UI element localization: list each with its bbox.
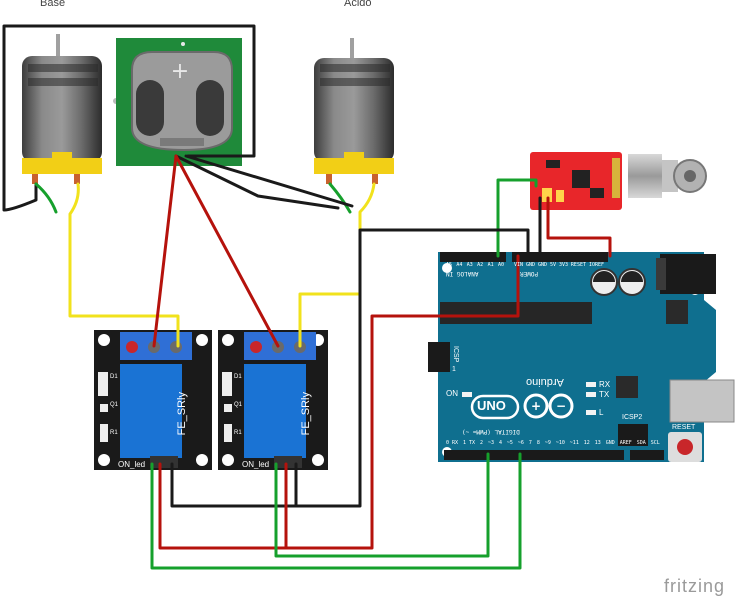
label-motor-right: Ácido (344, 0, 372, 9)
wire-black-battery-motor (184, 154, 354, 208)
relay2-r1-label: R1 (234, 430, 242, 436)
ph-sensor-board (530, 152, 707, 210)
arduino-analog-pin-row: A5 A4 A3 A2 A1 A0 (446, 262, 504, 268)
digital-pin-label: ~11 (569, 440, 579, 446)
relay1-led-label: ON_led (118, 460, 146, 469)
digital-pin-label: ~6 (517, 440, 524, 446)
digital-pin-label: 7 (528, 440, 532, 446)
label-motor-left: Base (40, 0, 66, 9)
analog-pin-label: A4 (456, 262, 463, 268)
digital-pin-label: 0 RX (446, 440, 459, 446)
analog-pin-label: A3 (466, 262, 473, 268)
wire-green-d7 (150, 452, 522, 570)
power-pin-label: RESET (570, 262, 586, 268)
arduino-l-label: L (599, 408, 604, 417)
relay1-d1-label: D1 (110, 374, 118, 380)
coin-battery-holder: + (116, 38, 242, 166)
digital-pin-label: ~5 (506, 440, 513, 446)
svg-text:−: − (556, 399, 566, 413)
svg-text:+: + (531, 399, 541, 413)
wire-red-relay1-com (152, 154, 178, 348)
wire-black-outer (2, 24, 256, 212)
digital-pin-label: 2 (480, 440, 484, 446)
power-pin-label: VIN (514, 262, 524, 268)
digital-pin-label: 8 (536, 440, 540, 446)
wire-yellow-left (68, 182, 180, 348)
digital-pin-label: ~3 (487, 440, 494, 446)
digital-pin-label: ~10 (555, 440, 565, 446)
arduino-brand: Arduino (526, 376, 564, 388)
analog-pin-label: A0 (497, 262, 504, 268)
arduino-digital-label: DIGITAL (PWM= ~) (462, 428, 520, 435)
arduino-icsp2-label: ICSP2 (622, 414, 643, 421)
wires (2, 24, 612, 570)
relay2-model-label: FE_SRly (300, 392, 312, 436)
arduino-badge: UNO (477, 398, 506, 413)
relay-module-2 (218, 330, 328, 470)
relay2-led-label: ON_led (242, 460, 270, 469)
power-pin-label: 3V3 (558, 262, 568, 268)
relay1-r1-label: R1 (110, 430, 118, 436)
arduino-one-label: 1 (452, 366, 456, 373)
dc-motor-left (22, 34, 119, 184)
svg-text:+: + (171, 59, 189, 84)
dc-motor-right (314, 38, 394, 184)
digital-pin-label: 13 (594, 440, 601, 446)
relay-module-1 (94, 330, 212, 470)
relay2-q1-label: Q1 (234, 402, 243, 408)
arduino-digital-pin-row: 0 RX 1 TX 2 ~3 4 ~5 ~6 7 8 ~9 ~10 ~11 12… (446, 440, 660, 446)
relay1-q1-label: Q1 (110, 402, 119, 408)
relay1-model-label: FE_SRly (176, 392, 188, 436)
digital-pin-label: ~9 (544, 440, 551, 446)
relay2-d1-label: D1 (234, 374, 242, 380)
analog-pin-label: A5 (446, 262, 453, 268)
wire-red-sensor (546, 196, 612, 258)
arduino-reset-label: RESET (672, 424, 696, 431)
digital-pin-label: AREF (619, 440, 632, 446)
power-pin-label: GND (537, 262, 547, 268)
wire-red-5v (158, 254, 520, 550)
digital-pin-label: 12 (583, 440, 590, 446)
digital-pin-label: 4 (498, 440, 502, 446)
arduino-rx-label: RX (599, 380, 611, 389)
digital-pin-label: SDA (636, 440, 646, 446)
wire-green-left-motor (34, 182, 58, 214)
digital-pin-label: GND (605, 440, 615, 446)
wire-black-gnd (170, 228, 530, 508)
arduino-on-label: ON (446, 389, 458, 398)
wire-red-relay2-com (174, 154, 280, 348)
wire-green-right-motor (328, 182, 352, 214)
arduino-uno-board: + − (428, 252, 735, 462)
arduino-power-label: POWER (520, 270, 539, 277)
analog-pin-label: A1 (487, 262, 494, 268)
power-pin-label: 5V (549, 262, 556, 268)
arduino-tx-label: TX (599, 390, 610, 399)
digital-pin-label: 1 TX (463, 440, 476, 446)
analog-pin-label: A2 (477, 262, 484, 268)
arduino-analog-label: ANALOG IN (446, 270, 479, 277)
arduino-power-pin-row: VIN GND GND 5V 3V3 RESET IOREF (514, 262, 604, 268)
wire-green-d4 (274, 452, 490, 558)
arduino-icsp-label: ICSP (452, 346, 459, 363)
power-pin-label: GND (525, 262, 536, 268)
wire-black-battery-motor-2 (174, 154, 340, 210)
digital-pin-label: SCL (650, 440, 660, 446)
wire-green-sensor (496, 178, 538, 258)
fritzing-watermark: fritzing (664, 576, 726, 596)
power-pin-label: IOREF (588, 262, 604, 268)
